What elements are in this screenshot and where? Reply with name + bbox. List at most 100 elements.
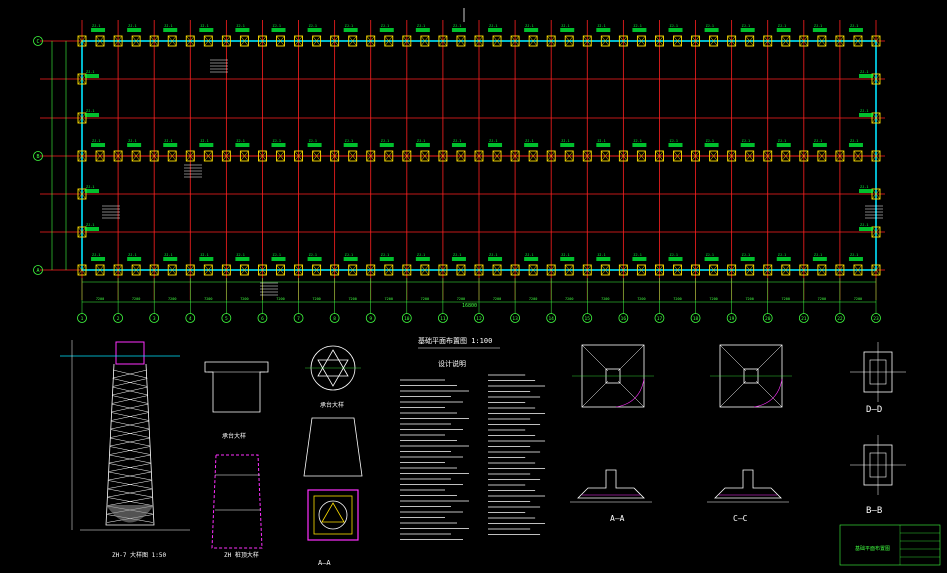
footing-tag: ZJ-1	[778, 24, 786, 28]
row-axis-bubble	[33, 265, 43, 275]
footing-diagonal	[871, 150, 881, 162]
column-footing	[582, 264, 592, 276]
footing-tag-bar	[488, 257, 503, 261]
column-axis-label: 19	[729, 316, 735, 322]
footing-diagonal	[276, 264, 285, 276]
footing-diagonal	[799, 264, 809, 276]
footing-diagonal	[853, 35, 863, 47]
footing-tag-bar	[85, 74, 99, 78]
footing-tag: ZJ-1	[236, 24, 244, 28]
footing-plan-c-diagonal	[719, 380, 747, 408]
column-footing	[131, 264, 141, 276]
column-axis-label: 3	[153, 316, 156, 322]
footing-diagonal	[546, 150, 556, 162]
column-footing	[673, 35, 682, 47]
footing-diagonal	[77, 35, 87, 47]
bay-dimension-text: 7200	[168, 297, 176, 301]
footing-diagonal	[619, 264, 628, 276]
footing-tag-bar	[271, 28, 286, 32]
pile-spiral-rebar	[111, 403, 149, 413]
row-axis-bubble	[33, 36, 43, 46]
footing-diagonal	[113, 35, 123, 47]
footing-diagonal	[276, 35, 285, 47]
footing-diagonal	[402, 35, 412, 47]
column-footing	[691, 35, 700, 47]
footing-tag: ZJ-1	[742, 24, 750, 28]
column-footing	[745, 264, 755, 276]
footing-diagonal	[312, 35, 321, 47]
footing-tag: ZJ-1	[417, 139, 425, 143]
section-cc-label: C—C	[733, 514, 748, 523]
footing-tag-bar	[488, 28, 503, 32]
footing-tag-bar	[307, 143, 322, 147]
pile-spiral-rebar	[108, 480, 152, 489]
column-footing	[600, 264, 610, 276]
footing-tag-bar	[704, 28, 719, 32]
column-footing	[330, 150, 340, 162]
footing-diagonal	[77, 150, 87, 162]
footing-diagonal	[601, 35, 610, 47]
row-axis-label: B	[36, 154, 39, 160]
footing-tag-bar	[848, 257, 863, 261]
column-footing	[95, 150, 105, 162]
footing-diagonal	[673, 150, 682, 162]
column-footing	[655, 264, 664, 276]
column-axis-bubble	[257, 313, 268, 323]
column-footing	[131, 150, 141, 162]
footing-diagonal	[709, 150, 718, 162]
pile-section-title: ZH-7 大样图 1:50	[112, 551, 167, 559]
footing-tag: ZJ-1	[489, 139, 497, 143]
footing-diagonal	[510, 150, 520, 162]
footing-diagonal	[186, 264, 195, 276]
pile-spiral-rebar	[109, 446, 151, 455]
footing-diagonal	[799, 150, 809, 162]
footing-diagonal	[204, 264, 213, 276]
column-footing	[348, 150, 358, 162]
column-footing	[203, 150, 213, 162]
drawing-texts: 基础平面布置图 1:100 设计说明 ZH-7 大样图 1:50 承台大样 ZH…	[112, 303, 890, 567]
footing-tag-bar	[91, 28, 106, 32]
footing-diagonal	[420, 150, 430, 162]
footing-tag-bar	[91, 257, 106, 261]
footing-tag: ZJ-1	[561, 253, 569, 257]
footing-tag: ZJ-1	[814, 24, 822, 28]
column-footing	[276, 264, 285, 276]
column-footing	[474, 35, 484, 47]
column-axis-label: 5	[225, 316, 228, 322]
footing-tag: ZJ-1	[706, 253, 714, 257]
footing-diagonal	[601, 150, 610, 162]
column-footing	[564, 264, 574, 276]
footing-diagonal	[817, 264, 827, 276]
footing-tag-bar	[740, 28, 755, 32]
footing-diagonal	[546, 264, 556, 276]
footing-tag: ZJ-1	[236, 253, 244, 257]
column-footing	[673, 150, 682, 162]
column-axis-bubble	[293, 313, 304, 323]
footing-tag-bar	[859, 113, 873, 117]
footing-diagonal	[222, 150, 231, 162]
footing-tag: ZJ-1	[633, 253, 641, 257]
footing-tag-bar	[859, 227, 873, 231]
bay-dimension-text: 7200	[457, 297, 465, 301]
footing-tag-bar	[379, 257, 394, 261]
column-axis-bubble	[654, 313, 665, 323]
footing-diagonal	[312, 264, 321, 276]
column-footing	[871, 264, 881, 276]
title-block	[839, 524, 941, 566]
footing-diagonal	[853, 150, 863, 162]
footing-diagonal	[835, 35, 845, 47]
bay-dimension-text: 7200	[673, 297, 681, 301]
pile-spiral-rebar	[110, 437, 150, 447]
row-axis-label: A	[36, 268, 39, 274]
column-footing	[600, 35, 610, 47]
footing-diagonal	[294, 150, 303, 162]
column-axis-bubble	[329, 313, 340, 323]
column-footing	[853, 150, 863, 162]
column-footing	[113, 150, 123, 162]
column-footing	[636, 35, 646, 47]
footing-tag-bar	[199, 257, 214, 261]
footing-tag: ZJ-1	[273, 139, 281, 143]
column-footing	[294, 35, 303, 47]
footing-diagonal	[528, 150, 538, 162]
column-footing	[564, 35, 574, 47]
